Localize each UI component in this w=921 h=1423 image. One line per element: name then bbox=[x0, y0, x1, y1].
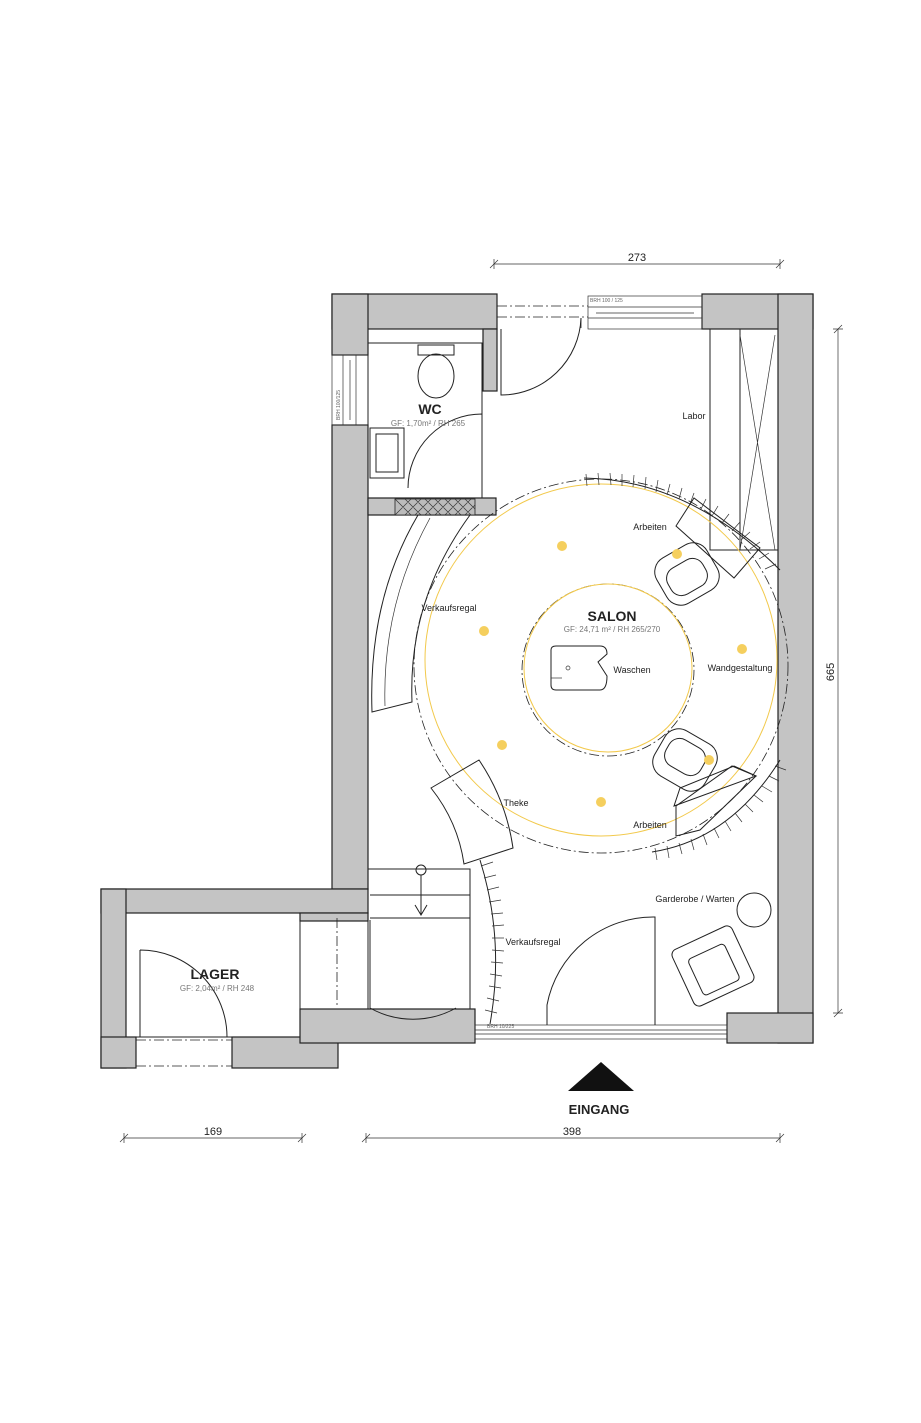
wash-basin bbox=[550, 645, 608, 691]
window-top bbox=[587, 295, 703, 330]
room-area-wc: GF: 1,70m² / RH 265 bbox=[391, 419, 466, 428]
lager-door bbox=[139, 949, 228, 1038]
wall-lager-top bbox=[100, 888, 369, 914]
wall-left-a bbox=[331, 293, 369, 356]
lager-room bbox=[125, 912, 301, 1038]
labor-cabinet bbox=[709, 328, 779, 551]
label-waschen: Waschen bbox=[613, 665, 650, 675]
light-4 bbox=[737, 644, 747, 654]
entrance-door bbox=[546, 916, 656, 1025]
slat-wall-left bbox=[479, 859, 497, 1025]
label-eingang: EINGANG bbox=[569, 1102, 630, 1117]
dim-bottom-left: 169 bbox=[204, 1126, 222, 1138]
desk-top bbox=[675, 497, 761, 579]
label-garderobe: Garderobe / Warten bbox=[655, 894, 734, 904]
dim-bottom-right: 398 bbox=[563, 1126, 581, 1138]
stair-door bbox=[369, 920, 457, 1020]
ceiling-lights bbox=[479, 541, 747, 807]
wall-lager-right-top bbox=[299, 912, 369, 922]
chair-top bbox=[654, 542, 720, 606]
toilet-bowl bbox=[417, 353, 455, 399]
light-2 bbox=[672, 549, 682, 559]
waiting-chair bbox=[671, 925, 755, 1007]
windows: BRH 100 / 125 BRH 100/125 BRH 10/225 bbox=[136, 295, 728, 1067]
light-3 bbox=[479, 626, 489, 636]
wall-bottom-mid bbox=[299, 1008, 476, 1044]
wall-lager-bottom-a bbox=[100, 1036, 137, 1069]
dimension-lines bbox=[119, 259, 843, 1143]
room-name-lager: LAGER bbox=[191, 966, 240, 982]
toilet-tank bbox=[417, 344, 455, 356]
room-name-salon: SALON bbox=[588, 608, 637, 624]
label-arbeiten-top: Arbeiten bbox=[633, 522, 667, 532]
salon-circle bbox=[413, 478, 789, 854]
theke-counter bbox=[430, 759, 514, 865]
dim-top-width: 273 bbox=[628, 252, 646, 264]
wc-sink bbox=[369, 427, 405, 479]
light-1 bbox=[557, 541, 567, 551]
room-area-lager: GF: 2,04m² / RH 248 bbox=[180, 984, 255, 993]
light-6 bbox=[704, 755, 714, 765]
label-theke: Theke bbox=[503, 798, 528, 808]
window-bottom-label: BRH 10/225 bbox=[487, 1024, 514, 1030]
walls bbox=[100, 293, 814, 1069]
window-wc-label: BRH 100/125 bbox=[336, 390, 342, 420]
label-verkaufsregal-bottom: Verkaufsregal bbox=[505, 937, 560, 947]
label-labor: Labor bbox=[682, 411, 705, 421]
label-verkaufsregal-top: Verkaufsregal bbox=[421, 603, 476, 613]
salon-top-door bbox=[500, 317, 582, 396]
wall-left-b bbox=[331, 424, 369, 890]
dim-right-height: 665 bbox=[825, 663, 837, 681]
side-table bbox=[736, 892, 772, 928]
wall-bottom-right bbox=[726, 1012, 814, 1044]
wall-wc-right bbox=[482, 328, 498, 392]
labels: WC GF: 1,70m² / RH 265 SALON GF: 24,71 m… bbox=[180, 252, 837, 1138]
desk-bottom bbox=[673, 765, 758, 807]
slat-wall-bottom bbox=[651, 759, 781, 853]
stairs bbox=[367, 868, 471, 1010]
room-area-salon: GF: 24,71 m² / RH 265/270 bbox=[564, 625, 661, 634]
entrance-arrow bbox=[568, 1062, 634, 1091]
window-top-label: BRH 100 / 125 bbox=[590, 298, 623, 304]
chair-bottom bbox=[652, 728, 718, 792]
light-7 bbox=[596, 797, 606, 807]
slat-wall-top bbox=[583, 477, 781, 571]
window-bottom bbox=[474, 1024, 728, 1040]
light-5 bbox=[497, 740, 507, 750]
label-wandgestaltung: Wandgestaltung bbox=[708, 663, 773, 673]
shelf-left bbox=[371, 514, 471, 713]
wall-right bbox=[777, 293, 814, 1044]
room-name-wc: WC bbox=[418, 401, 441, 417]
label-arbeiten-bottom: Arbeiten bbox=[633, 820, 667, 830]
